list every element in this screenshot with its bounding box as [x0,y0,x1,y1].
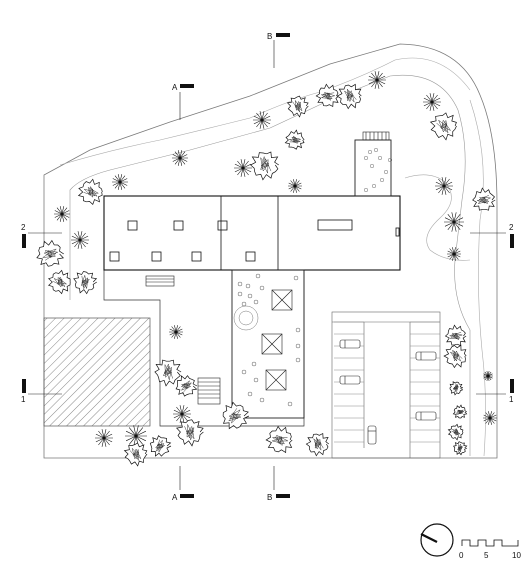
parked-cars [339,339,437,445]
play-dots [237,273,301,407]
svg-text:2: 2 [509,223,514,232]
tree-icon [173,405,191,423]
tree-icon [125,425,147,447]
svg-text:B: B [267,493,272,502]
car-icon [339,375,361,385]
tree-icon [286,95,309,118]
section-marker-b-bottom: B [267,466,290,502]
svg-text:A: A [172,493,178,502]
tree-icon [483,371,493,381]
tree-icon [95,429,113,447]
garden-path-river [469,99,486,457]
tree-icon [265,425,293,454]
tree-icon [36,239,65,267]
tree-icon [284,129,305,150]
tree-icon [154,359,182,387]
stair-north [362,131,390,141]
section-marker-b-top: B [267,32,290,68]
skylights [109,219,400,262]
tree-icon [112,174,128,190]
tree-icon [336,83,362,110]
tree-icon [472,187,496,211]
car-icon [415,411,437,421]
svg-text:10: 10 [512,551,521,560]
tree-icon [453,441,468,456]
car-icon [367,425,377,445]
tree-icon [447,423,464,441]
car-icon [415,351,437,361]
tree-icon [234,159,252,177]
tree-icon [452,404,468,419]
car-icon [339,339,361,349]
tree-icon [447,247,461,261]
section-marker-2-left: 2 [21,223,62,248]
section-marker-1-right: 1 [476,379,514,404]
tree-icon [288,179,302,193]
tree-icon [443,344,467,369]
tree-icon [169,325,183,339]
svg-text:2: 2 [21,223,26,232]
tree-icon [54,206,70,222]
section-marker-2-right: 2 [470,223,514,248]
section-marker-a-top: A [172,83,194,120]
svg-text:0: 0 [459,551,464,560]
circular-feature [233,305,259,331]
tree-icon [175,419,204,447]
tree-icon [368,71,386,89]
tree-icon [149,435,172,457]
scale-bar: 0 5 10 [459,539,521,560]
tree-icon [250,151,279,181]
tree-icon [253,111,271,129]
section-marker-1-left: 1 [21,379,62,404]
section-marker-a-bottom: A [172,466,194,502]
tree-icon [77,178,103,206]
tree-icon [429,112,457,141]
tree-icon [449,381,464,396]
garden-outline [69,74,471,456]
tree-icon [423,93,441,111]
annex-dots [363,147,393,193]
tree-icon [48,269,71,295]
tree-icon [305,432,330,457]
trees [36,71,497,467]
upper-floor-block [103,195,401,271]
svg-text:1: 1 [21,395,26,404]
courtyard-wing [231,269,305,419]
svg-text:A: A [172,83,178,92]
site-boundary [43,43,498,459]
garden-path-east [404,174,471,261]
tree-icon [315,83,339,108]
tree-icon [172,150,188,166]
stair-south [197,377,221,405]
tree-icon [123,442,148,467]
tree-icon [175,375,198,397]
tree-icon [222,401,250,430]
stair-west [145,275,175,287]
tree-icon [71,231,89,249]
tree-icon [444,324,467,347]
play-pyramids [261,289,293,391]
svg-text:B: B [267,32,272,41]
north-arrow-icon [420,523,454,557]
tree-icon [444,212,464,232]
tree-icon [73,271,98,295]
neighbour-building [43,317,151,427]
svg-text:5: 5 [484,551,489,560]
svg-text:1: 1 [509,395,514,404]
tree-icon [483,411,497,425]
garden-path [59,57,471,166]
tree-icon [435,177,453,195]
